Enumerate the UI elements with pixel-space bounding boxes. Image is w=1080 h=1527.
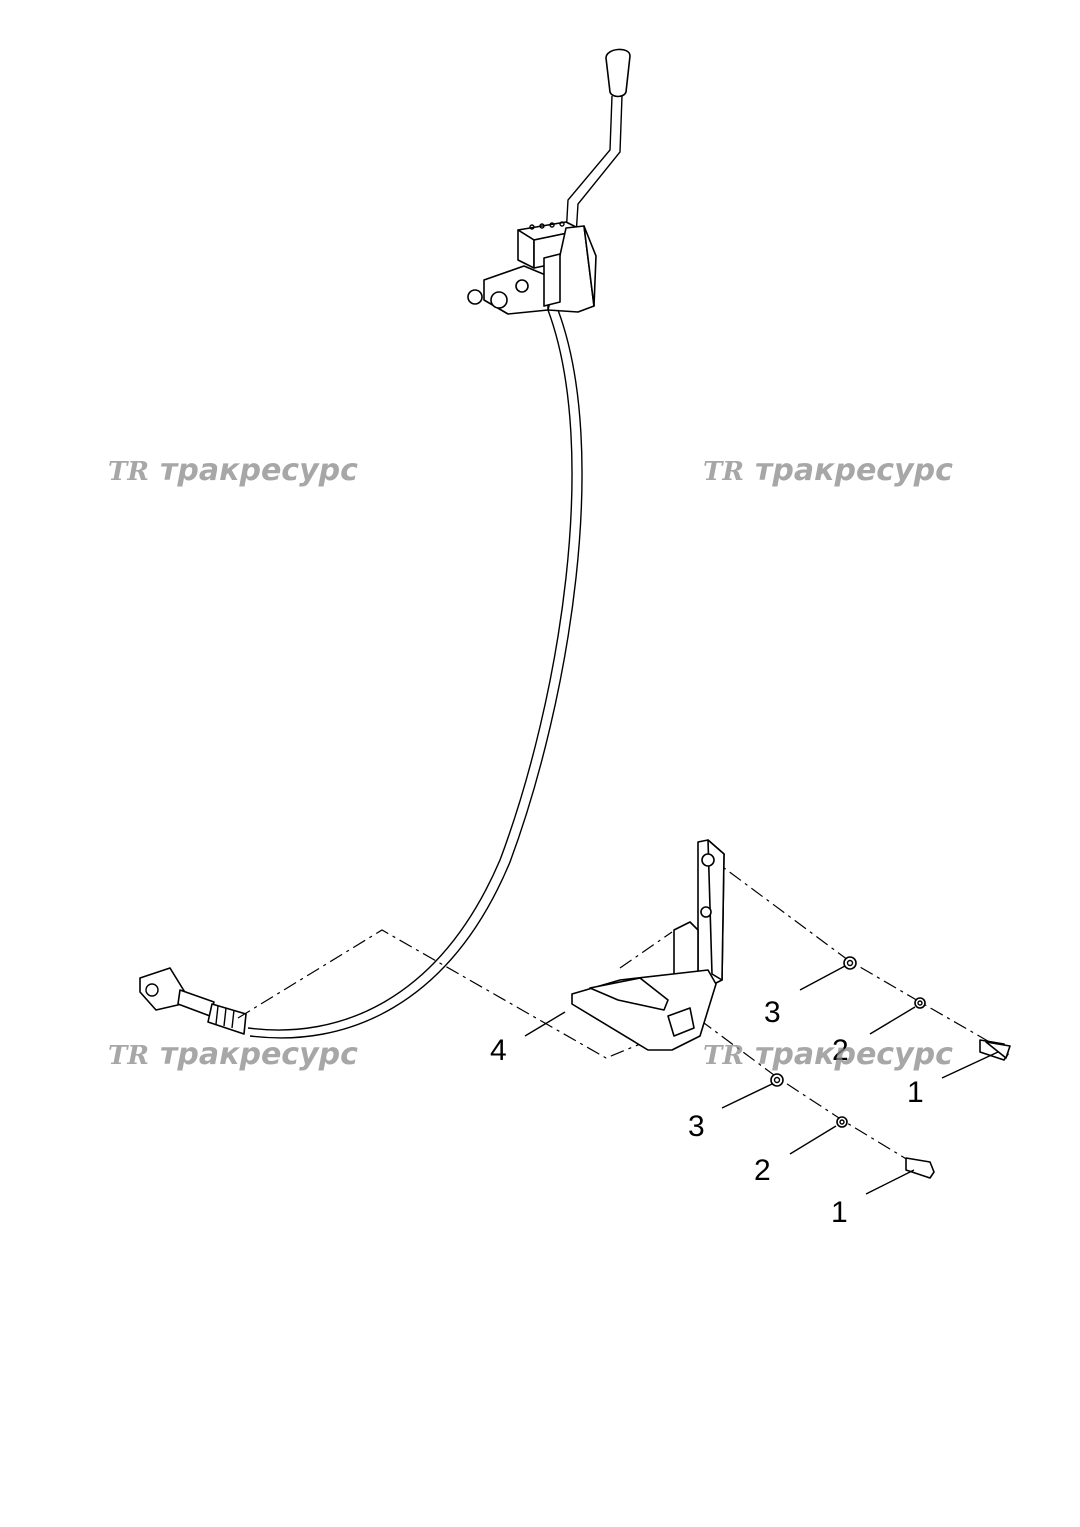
watermark-logo: TR: [703, 1041, 744, 1071]
callout-3-upper: 3: [764, 996, 781, 1029]
callout-3-lower: 3: [688, 1110, 705, 1143]
assembly-lines: [237, 855, 1001, 1167]
leader-lines: [524, 965, 999, 1195]
fastener-set-lower: [770, 1073, 935, 1179]
watermark: TR тракресурс: [108, 453, 358, 488]
watermark-logo: TR: [108, 457, 149, 487]
watermark-text: тракресурс: [755, 1037, 953, 1072]
shift-lever: [565, 48, 631, 237]
callout-2-upper: 2: [832, 1034, 849, 1067]
callout-labels: 4 3 2 1 3 2 1: [490, 996, 924, 1229]
watermark-logo: TR: [108, 1041, 149, 1071]
watermark-text: тракресурс: [160, 453, 358, 488]
cable-fork-end: [139, 967, 247, 1035]
watermark-text: тракресурс: [755, 453, 953, 488]
callout-1-upper: 1: [907, 1076, 924, 1109]
fastener-set-upper: [843, 956, 1011, 1061]
callout-4: 4: [490, 1034, 507, 1067]
callout-1-lower: 1: [831, 1196, 848, 1229]
control-cable: [247, 309, 583, 1039]
shifter-block: [467, 221, 597, 315]
watermark-text: тракресурс: [160, 1037, 358, 1072]
watermark: TR тракресурс: [703, 453, 953, 488]
mounting-bracket: [571, 839, 725, 1051]
callout-2-lower: 2: [754, 1154, 771, 1187]
watermark: TR тракресурс: [703, 1037, 953, 1072]
watermark: TR тракресурс: [108, 1037, 358, 1072]
watermark-logo: TR: [703, 457, 744, 487]
